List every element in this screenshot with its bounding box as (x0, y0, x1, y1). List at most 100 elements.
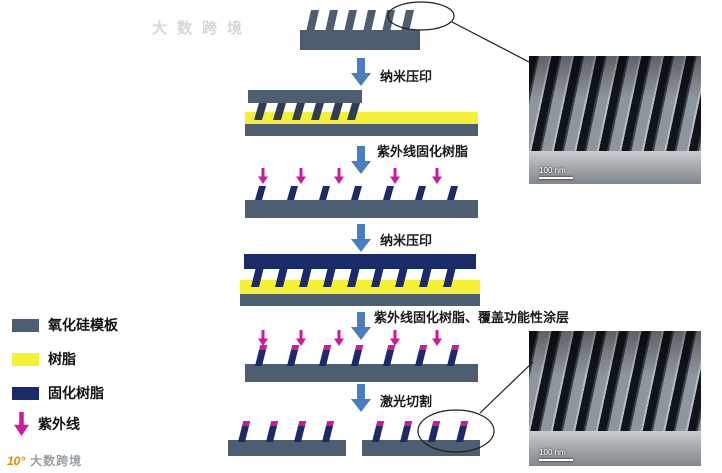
coating-cap-shape (460, 421, 469, 426)
tooth-shape (323, 267, 336, 287)
tooth-shape (443, 267, 456, 287)
tooth-shape (287, 186, 298, 200)
coating-cap-shape (270, 421, 279, 426)
tooth-shape (255, 186, 266, 200)
flow-arrow-down-icon (351, 58, 371, 86)
tooth-shape (400, 426, 411, 442)
tooth-shape (273, 103, 286, 120)
watermark-logo-icon: 10° (7, 453, 26, 468)
coating-cap-shape (355, 345, 364, 350)
tooth-shape (456, 426, 467, 442)
cut-piece-right (362, 421, 480, 456)
substrate-layer (245, 200, 478, 218)
magnifier-line-bottom (479, 361, 534, 414)
coating-cap-shape (387, 345, 396, 350)
legend-label: 氧化硅模板 (48, 317, 118, 333)
tooth-shape (447, 350, 458, 366)
legend-item-cured-resin: 固化树脂 (12, 383, 104, 403)
uv-arrow-icon (296, 330, 306, 346)
coating-cap-shape (291, 345, 300, 350)
coating-cap-shape (242, 421, 251, 426)
silicon-template-shape (300, 10, 420, 50)
coating-cap-shape (419, 345, 428, 350)
legend-item-uv: 紫外线 (14, 412, 80, 436)
uv-arrow-icon (258, 168, 268, 184)
watermark-bottom-text: 大数跨境 (30, 454, 83, 468)
imprint-structure-2 (240, 254, 480, 306)
substrate-layer (228, 440, 346, 456)
tooth-shape (415, 186, 426, 200)
sem-grating-ridges (529, 331, 701, 431)
cured-resin-mold-bar (244, 254, 476, 269)
tooth-shape (319, 186, 330, 200)
uv-arrow-icon (432, 168, 442, 184)
substrate-layer (362, 440, 480, 456)
watermark-bottom: 10° 大数跨境 (7, 452, 82, 469)
tooth-shape (347, 267, 360, 287)
cured-resin-color-swatch (12, 386, 39, 400)
substrate-layer (245, 364, 478, 382)
uv-arrow-icon (296, 168, 306, 184)
tooth-shape (287, 350, 298, 366)
tooth-shape (254, 103, 267, 120)
tooth-shape (344, 10, 357, 32)
tooth-shape (372, 426, 383, 442)
tooth-shape (395, 267, 408, 287)
coating-cap-shape (404, 421, 413, 426)
tooth-shape (401, 10, 414, 32)
sem-grating-ridges (529, 56, 701, 151)
magnifier-line-top (451, 21, 532, 64)
imprint-structure-1 (245, 90, 478, 136)
flow-label-nanoimprint: 纳米压印 (380, 69, 433, 84)
coating-cap-shape (451, 345, 460, 350)
uv-arrow-icon (334, 168, 344, 184)
sem-scale-bar (539, 177, 573, 179)
legend-label: 树脂 (48, 351, 76, 367)
coating-cap-shape (376, 421, 385, 426)
flow-arrow-down-icon (351, 146, 371, 174)
tooth-shape (238, 426, 249, 442)
coating-cap-shape (326, 421, 335, 426)
template-bar (248, 90, 362, 103)
flow-label-nanoimprint-2: 纳米压印 (380, 233, 433, 248)
coating-cap-shape (259, 345, 268, 350)
tooth-shape (347, 103, 360, 120)
cured-pattern-structure (245, 186, 478, 218)
tooth-shape (255, 350, 266, 366)
substrate-layer (245, 124, 478, 136)
flow-arrow-down-icon (351, 312, 371, 340)
tooth-shape (383, 350, 394, 366)
tooth-shape (294, 426, 305, 442)
template-color-swatch (12, 318, 39, 332)
coating-cap-shape (323, 345, 332, 350)
tooth-shape (371, 267, 384, 287)
flow-arrow-down-icon (351, 384, 371, 412)
coated-pattern-structure (245, 345, 478, 382)
tooth-shape (311, 103, 324, 120)
uv-arrow-icon (258, 330, 268, 346)
tooth-shape (383, 186, 394, 200)
uv-arrow-icon (14, 412, 29, 436)
tooth-shape (266, 426, 277, 442)
resin-color-swatch (12, 352, 39, 366)
uv-arrow-icon (390, 330, 400, 346)
legend-label: 固化树脂 (48, 385, 104, 401)
tooth-shape (415, 350, 426, 366)
flow-label-uv-cure-coating: 紫外线固化树脂、覆盖功能性涂层 (374, 310, 570, 325)
tooth-shape (306, 10, 319, 32)
tooth-shape (325, 10, 338, 32)
flow-label-uv-cure: 紫外线固化树脂 (377, 144, 469, 159)
tooth-shape (382, 10, 395, 32)
flow-arrow-down-icon (351, 224, 371, 252)
sem-scale-bar (539, 459, 573, 461)
tooth-shape (251, 267, 264, 287)
sem-photo-bottom: 100 nm (529, 331, 701, 466)
flow-label-laser-cut: 激光切割 (380, 394, 433, 409)
tooth-shape (351, 350, 362, 366)
coating-cap-shape (298, 421, 307, 426)
watermark-top: 大数跨境 (152, 20, 253, 37)
legend-item-template: 氧化硅模板 (12, 315, 118, 335)
tooth-shape (447, 186, 458, 200)
tooth-shape (292, 103, 305, 120)
